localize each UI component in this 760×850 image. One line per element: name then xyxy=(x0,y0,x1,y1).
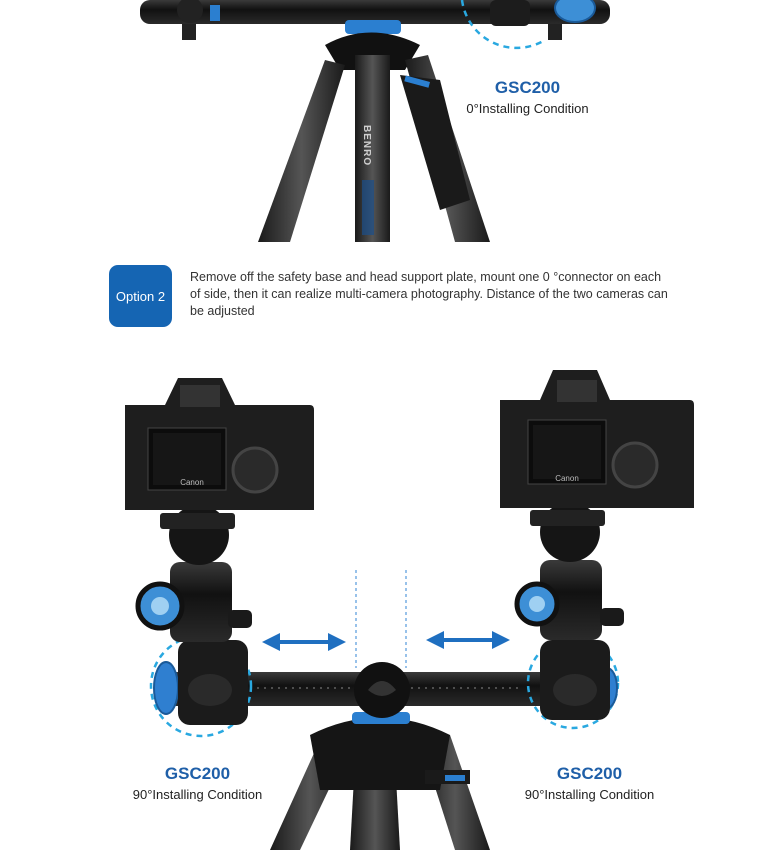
left-condition-label: 90°Installing Condition xyxy=(132,787,263,802)
brand-vertical: BENRO xyxy=(361,125,372,167)
left-product-title: GSC200 xyxy=(164,764,231,783)
top-tripod xyxy=(140,0,610,242)
left-camera-brand: Canon xyxy=(180,478,204,487)
right-product-title: GSC200 xyxy=(556,764,623,783)
right-condition-label: 90°Installing Condition xyxy=(524,787,655,802)
left-camera-assembly xyxy=(125,378,314,738)
right-camera-brand: Canon xyxy=(555,474,579,483)
bottom-tripod xyxy=(160,570,610,850)
top-product-title: GSC200 xyxy=(494,78,561,97)
option-description: Remove off the safety base and head supp… xyxy=(190,270,668,318)
top-condition-label: 0°Installing Condition xyxy=(466,101,589,116)
option-badge: Option 2 xyxy=(109,265,172,327)
right-camera-assembly xyxy=(500,370,694,730)
